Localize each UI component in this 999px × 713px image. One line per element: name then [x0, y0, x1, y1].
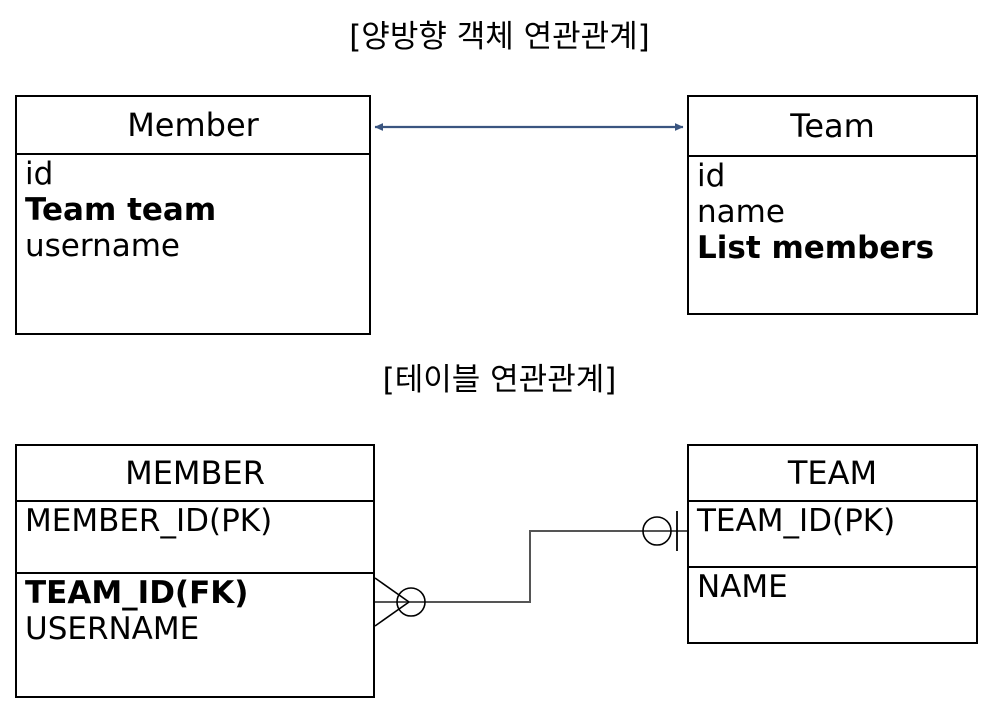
column-team-id-fk: TEAM_ID(FK) — [25, 575, 249, 611]
field-team-members: List members — [697, 229, 935, 266]
entity-team-table-pk-group: TEAM_ID(PK) — [689, 502, 976, 566]
entity-member-table-columns: TEAM_ID(FK) USERNAME — [17, 572, 373, 652]
entity-team-table: TEAM TEAM_ID(PK) NAME — [687, 444, 978, 644]
entity-member-header: Member — [17, 97, 369, 155]
entity-team-table-header: TEAM — [689, 446, 976, 502]
table-relationship-connector — [374, 511, 687, 627]
column-username: USERNAME — [25, 610, 200, 647]
entity-team-table-columns: NAME — [689, 566, 976, 610]
crows-foot-many-symbol — [374, 577, 426, 627]
entity-team-fields: id name List members — [689, 157, 976, 271]
zero-cardinality-circle-right — [642, 516, 672, 546]
entity-member-table-pk-group: MEMBER_ID(PK) — [17, 502, 373, 572]
column-name: NAME — [697, 569, 788, 605]
column-member-id-pk: MEMBER_ID(PK) — [25, 503, 273, 539]
entity-member-fields: id Team team username — [17, 155, 369, 269]
entity-team-header: Team — [689, 97, 976, 157]
field-team-name: name — [697, 193, 785, 230]
entity-member-table-header: MEMBER — [17, 446, 373, 502]
connector-path — [375, 530, 687, 603]
entity-team: Team id name List members — [687, 95, 978, 315]
field-member-team: Team team — [25, 191, 217, 228]
entity-member-table: MEMBER MEMBER_ID(PK) TEAM_ID(FK) USERNAM… — [15, 444, 375, 698]
entity-member: Member id Team team username — [15, 95, 371, 335]
zero-or-one-symbol — [642, 511, 678, 551]
field-team-id: id — [697, 158, 726, 194]
column-team-id-pk: TEAM_ID(PK) — [697, 503, 896, 539]
table-association-title: [테이블 연관관계] — [382, 362, 617, 398]
field-member-id: id — [25, 156, 54, 192]
zero-cardinality-circle-left — [396, 587, 426, 617]
object-association-title: [양방향 객체 연관관계] — [349, 19, 650, 55]
field-member-username: username — [25, 227, 180, 264]
